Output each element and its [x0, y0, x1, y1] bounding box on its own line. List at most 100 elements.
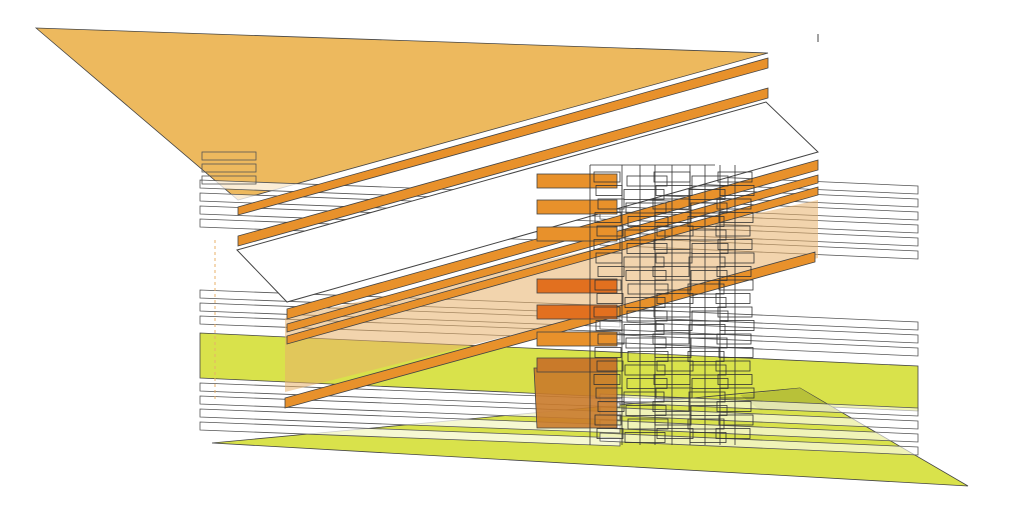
left-floor-strip-8: [199, 382, 621, 408]
orange-volume: [285, 200, 818, 392]
tower-box-26: [593, 239, 621, 250]
white-slab-outline: [236, 101, 819, 303]
tower-block-2: [536, 199, 618, 215]
tower-box-97: [624, 432, 666, 443]
tower-box-7: [623, 189, 665, 200]
tower-box-34: [688, 256, 726, 268]
tower-box-59: [688, 324, 726, 335]
tower-box-66: [594, 347, 622, 358]
tower-block-7: [536, 357, 618, 373]
left-small-box-2: [201, 163, 257, 173]
central-tower: [533, 164, 755, 445]
tower-box-49: [689, 297, 727, 308]
tower-box-33: [655, 252, 693, 264]
tower-box-83: [655, 387, 693, 399]
tower-box-27: [626, 243, 668, 254]
tower-box-58: [655, 320, 693, 331]
orange-band-6: [284, 251, 816, 409]
tower-box-52: [626, 310, 668, 322]
orange-band-1: [237, 57, 769, 216]
left-floor-strip-10: [199, 408, 621, 434]
tower-box-42: [627, 283, 669, 295]
tower-box-94: [687, 418, 725, 430]
tower-box-22: [624, 229, 666, 241]
tower-box-23: [656, 225, 694, 237]
tower-box-70: [718, 347, 754, 358]
tower-box-9: [688, 189, 726, 200]
tower-box-21: [596, 225, 624, 237]
tower-box-25: [715, 225, 751, 237]
tower-box-92: [627, 418, 669, 430]
white-slab: [236, 101, 819, 303]
tower-box-54: [691, 310, 729, 322]
tower-box-47: [624, 297, 666, 308]
tower-block-3: [536, 226, 618, 242]
tower-box-36: [597, 266, 625, 277]
tower-box-40: [716, 266, 752, 277]
tower-box-73: [656, 360, 694, 372]
tower-box-79: [691, 378, 729, 389]
tower-box-76: [593, 374, 621, 385]
tower-box-8: [655, 185, 693, 196]
tower-box-45: [718, 279, 754, 291]
tower-box-82: [623, 391, 665, 403]
tower-box-69: [687, 351, 725, 362]
orange-band-2: [237, 87, 769, 247]
tower-box-87: [625, 405, 667, 416]
tower-box-19: [687, 216, 725, 227]
tower-box-1: [593, 171, 621, 183]
roof-plane: [34, 27, 769, 201]
tower-box-12: [625, 202, 667, 214]
roof-triangle: [34, 27, 769, 201]
tower-box-64: [690, 337, 728, 349]
tower-box-62: [625, 337, 667, 349]
tower-box-57: [623, 324, 665, 335]
tower-box-4: [691, 175, 729, 187]
tower-box-91: [594, 414, 622, 426]
tower-block-5: [536, 304, 618, 320]
tower-box-2: [626, 175, 668, 187]
tower-box-38: [652, 266, 690, 277]
tower-box-75: [715, 360, 751, 372]
orange-volume-body: [285, 200, 818, 392]
right-floor-strip-8: [599, 320, 919, 344]
tower-box-100: [715, 428, 751, 439]
left-detail: [201, 151, 257, 400]
tower-box-89: [690, 405, 728, 416]
tower-box-48: [656, 293, 694, 304]
tower-box-95: [718, 414, 754, 426]
tower-box-20: [718, 212, 754, 223]
tower-box-63: [652, 333, 690, 345]
tower-box-44: [687, 283, 725, 295]
tower-box-46: [596, 293, 624, 304]
tower-box-13: [652, 198, 690, 210]
tower-box-16: [594, 212, 622, 223]
orange-band-4: [286, 174, 819, 333]
tower-box-65: [716, 333, 752, 345]
tower-box-88: [652, 401, 690, 412]
tower-box-96: [596, 428, 624, 439]
tower-block-6: [536, 331, 618, 347]
left-floor-strip-11: [199, 421, 621, 447]
tower-box-90: [716, 401, 752, 412]
tower-block-4: [536, 278, 618, 294]
tower-box-61: [597, 333, 625, 345]
tower-box-51: [593, 306, 621, 318]
tower-box-32: [623, 256, 665, 268]
tower-box-39: [690, 270, 728, 281]
left-small-box-3: [201, 175, 257, 185]
tower-box-41: [594, 279, 622, 291]
tower-box-50: [715, 293, 751, 304]
tower-block-1: [536, 173, 618, 189]
tower-box-11: [597, 198, 625, 210]
tower-box-98: [656, 428, 694, 439]
tower-box-84: [688, 391, 726, 403]
tower-box-77: [626, 378, 668, 389]
tower-box-29: [691, 243, 729, 254]
tower-vertical-lines: [589, 164, 736, 445]
tower-box-37: [625, 270, 667, 281]
orange-diagonal-bands: [237, 57, 819, 409]
tower-box-17: [627, 216, 669, 227]
